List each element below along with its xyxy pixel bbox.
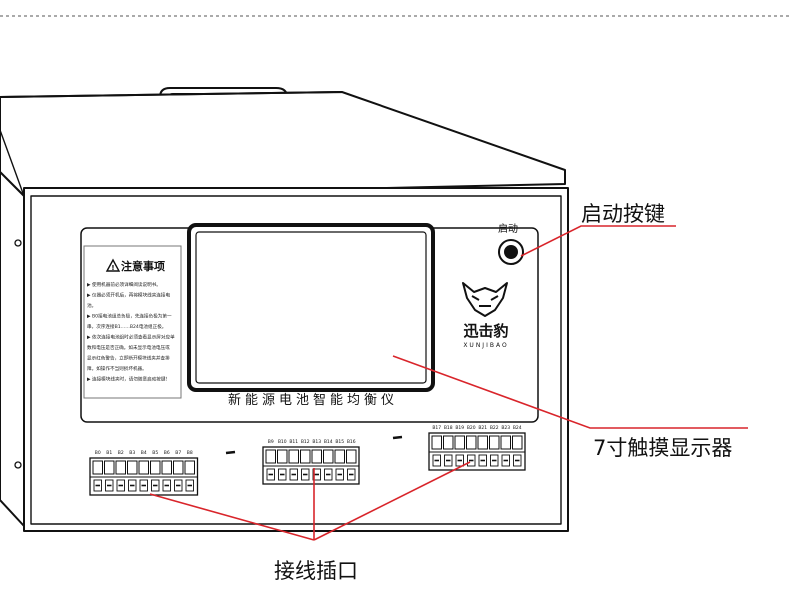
port-label: B16 [347, 439, 356, 445]
notice-line: 数和电压是否正确。如未显示电池电压或 [87, 344, 170, 351]
start-button[interactable] [498, 239, 524, 265]
port-label: B24 [513, 425, 522, 431]
terminal-port[interactable] [127, 460, 138, 475]
terminal-port[interactable] [277, 449, 288, 464]
notice-line: ▶ B0接电池组总负极，先连接负极为第一 [87, 313, 172, 320]
port-label: B18 [444, 425, 453, 431]
warning-icon: ! [105, 258, 121, 272]
callout-ports: 接线插口 [274, 559, 358, 583]
port-label: B4 [141, 450, 147, 456]
terminal-port[interactable] [138, 460, 149, 475]
terminal-port[interactable] [477, 435, 488, 450]
notice-box [83, 245, 182, 399]
screw-icon [14, 239, 22, 247]
port-label: B23 [501, 425, 510, 431]
brand-logo-icon [462, 282, 508, 317]
terminal-port[interactable] [150, 460, 161, 475]
case-side-edge [0, 129, 25, 197]
terminal-port[interactable] [454, 435, 465, 450]
terminal-port[interactable] [104, 460, 115, 475]
notice-line: ▶ 仪器必须开机后，再将模块线夹连接电 [87, 292, 170, 299]
port-label: B14 [324, 439, 333, 445]
port-label: B11 [289, 439, 298, 445]
port-label: B0 [95, 450, 101, 456]
brand-cn: 迅击豹 [463, 322, 508, 340]
terminal-port[interactable] [431, 435, 442, 450]
device-name: 新能源电池智能均衡仪 [228, 392, 398, 408]
terminal-port[interactable] [346, 449, 357, 464]
screw-icon [14, 461, 22, 469]
callout-display: 7寸触摸显示器 [593, 436, 733, 460]
terminal-port[interactable] [300, 449, 311, 464]
terminal-port[interactable] [161, 460, 172, 475]
terminal-port[interactable] [323, 449, 334, 464]
terminal-port[interactable] [466, 435, 477, 450]
port-label: B8 [187, 450, 193, 456]
port-label: B2 [118, 450, 124, 456]
port-label: B9 [268, 439, 274, 445]
terminal-port[interactable] [311, 449, 322, 464]
port-label: B19 [455, 425, 464, 431]
notice-line: 串，次序连接B1……B24电池组正极。 [87, 323, 166, 330]
group-connector [225, 450, 236, 455]
start-label: 启动 [498, 222, 518, 235]
svg-text:!: ! [111, 264, 114, 272]
brand-en: XUNJIBAO [463, 342, 508, 349]
terminal-port[interactable] [288, 449, 299, 464]
callout-lines [149, 225, 748, 541]
notice-line: ▶ 使用机器前必须详细阅读说明书。 [87, 281, 161, 288]
terminal-port[interactable] [500, 435, 511, 450]
terminal-port[interactable] [265, 449, 276, 464]
port-label: B15 [335, 439, 344, 445]
port-label: B17 [432, 425, 441, 431]
terminal-port[interactable] [443, 435, 454, 450]
notice-title: 注意事项 [121, 259, 165, 273]
notice-line: 池。 [87, 302, 96, 309]
port-label: B6 [164, 450, 170, 456]
notice-line: ▶ 依次连接电池组时必须查看显示屏对应单 [87, 334, 175, 341]
terminal-port[interactable] [334, 449, 345, 464]
callout-start-button: 启动按键 [581, 202, 665, 226]
notice-line: 障。如操作不当则损坏机器。 [87, 365, 147, 372]
port-label: B3 [129, 450, 135, 456]
port-label: B1 [106, 450, 112, 456]
terminal-port[interactable] [173, 460, 184, 475]
port-group-1: B0 B1 B2 B3 B4 B5 B6 B7 B8 [89, 450, 199, 496]
terminal-port[interactable] [512, 435, 523, 450]
port-label: B5 [152, 450, 158, 456]
display-area [195, 231, 427, 384]
terminal-port[interactable] [92, 460, 103, 475]
port-label: B20 [467, 425, 476, 431]
port-label: B10 [278, 439, 287, 445]
port-label: B21 [478, 425, 487, 431]
port-label: B7 [175, 450, 181, 456]
port-label: B12 [301, 439, 310, 445]
port-label: B22 [490, 425, 499, 431]
notice-line: 显示红色警告，立即断开模块线夹并查排 [87, 355, 170, 362]
port-label: B13 [312, 439, 321, 445]
terminal-port[interactable] [489, 435, 500, 450]
case-top-edge [0, 91, 343, 98]
terminal-port[interactable] [115, 460, 126, 475]
terminal-port[interactable] [184, 460, 195, 475]
notice-line: ▶ 连接模块线夹时，请勿随意启动按键！ [87, 376, 170, 383]
group-connector [392, 435, 403, 440]
